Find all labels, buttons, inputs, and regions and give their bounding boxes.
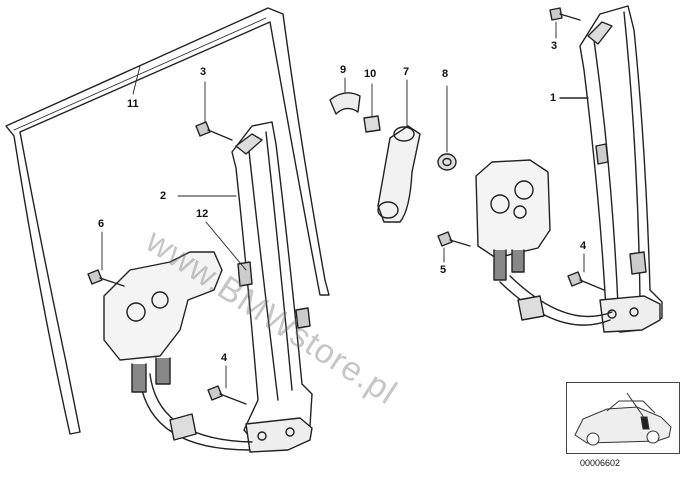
callout-10: 10 <box>364 68 377 80</box>
right-regulator-motor <box>475 159 551 281</box>
diagram-code: 00006602 <box>580 458 621 468</box>
screw-10 <box>363 83 381 133</box>
left-regulator-rail <box>139 121 313 453</box>
car-icon <box>574 392 672 446</box>
bushing <box>437 153 457 171</box>
left-regulator-motor <box>103 251 223 393</box>
screw-5 <box>437 231 471 247</box>
callout-1: 1 <box>550 92 557 104</box>
callout-7: 7 <box>403 66 410 78</box>
screw-3-left <box>195 121 233 141</box>
window-frame-seal <box>5 7 330 435</box>
callout-9: 9 <box>340 64 347 76</box>
vehicle-location-thumbnail <box>566 382 680 454</box>
callout-8: 8 <box>442 68 449 80</box>
callout-5: 5 <box>440 264 447 276</box>
clip <box>329 92 361 115</box>
callout-4-right: 4 <box>580 240 587 252</box>
callout-3-left: 3 <box>200 66 207 78</box>
screw-4-left <box>207 385 247 405</box>
screw-3-right <box>549 7 581 21</box>
callout-3-right: 3 <box>551 40 558 52</box>
callout-2: 2 <box>160 190 167 202</box>
screw-4-right <box>567 271 605 291</box>
screw-6 <box>87 269 125 287</box>
callout-6: 6 <box>98 218 105 230</box>
right-regulator-rail <box>499 5 663 333</box>
callout-11: 11 <box>127 98 139 110</box>
callout-12: 12 <box>196 208 209 220</box>
callout-4-left: 4 <box>221 352 228 364</box>
cable-guide <box>377 125 421 223</box>
